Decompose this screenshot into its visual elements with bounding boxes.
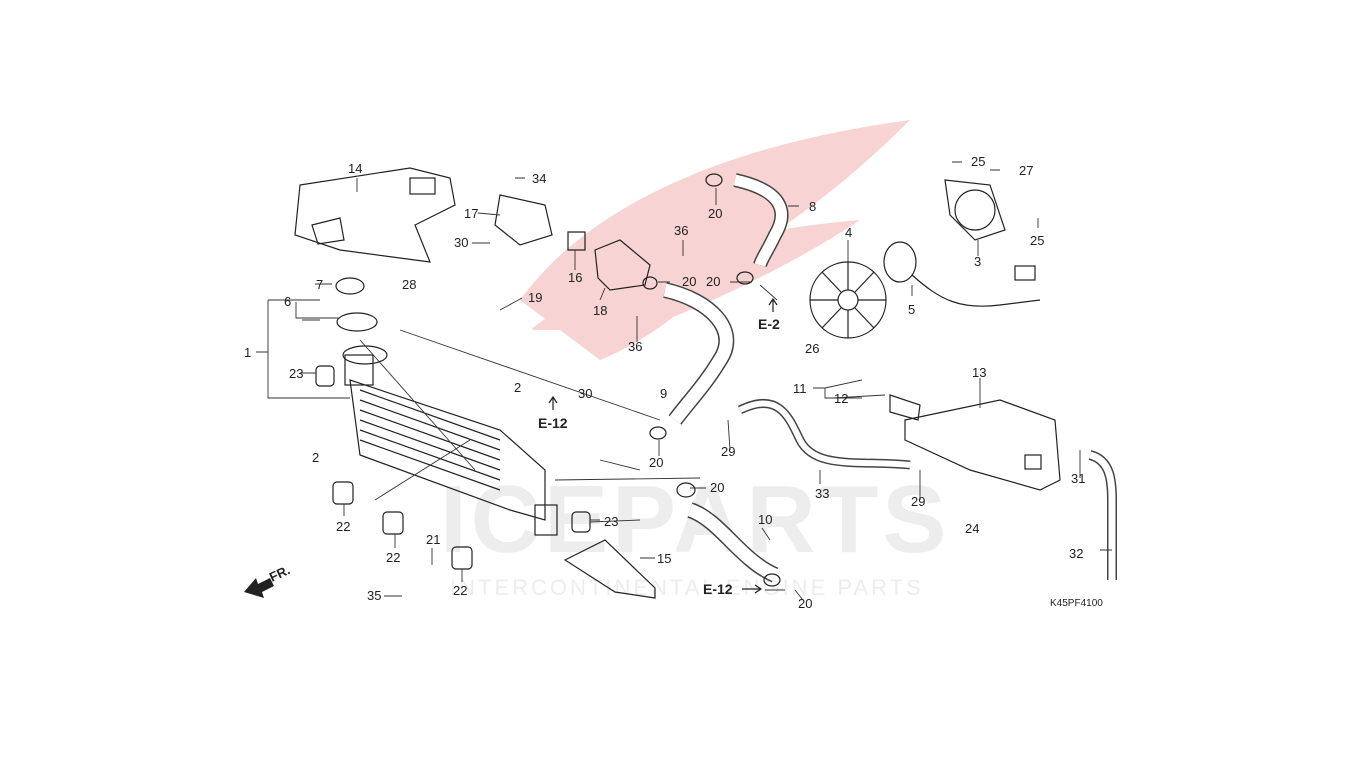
front-arrow-label: FR. bbox=[267, 562, 292, 584]
fan-shroud bbox=[944, 179, 1006, 241]
callout-3: 3 bbox=[974, 254, 981, 269]
callout-12: 12 bbox=[834, 391, 848, 406]
callout-36a: 36 bbox=[674, 223, 688, 238]
callout-34: 34 bbox=[532, 171, 546, 186]
callout-6: 6 bbox=[284, 294, 291, 309]
callouts: 1 2 2 3 4 5 6 7 8 9 10 11 12 13 14 15 16… bbox=[244, 154, 1085, 611]
callout-21: 21 bbox=[426, 532, 440, 547]
radiator-cap bbox=[336, 312, 378, 332]
callout-36b: 36 bbox=[628, 339, 642, 354]
ref-arrow-e12b bbox=[742, 584, 763, 594]
grommet-22a bbox=[332, 481, 354, 505]
leader-lines bbox=[256, 161, 1112, 601]
callout-32: 32 bbox=[1069, 546, 1083, 561]
callout-14: 14 bbox=[348, 161, 362, 176]
watermark-tagline: INTERCONTINENTAL ENGINE PARTS bbox=[450, 575, 924, 600]
radiator bbox=[342, 345, 558, 536]
front-arrow: FR. bbox=[244, 562, 292, 598]
callout-23b: 23 bbox=[604, 514, 618, 529]
callout-17: 17 bbox=[464, 206, 478, 221]
ref-e12a: E-12 bbox=[538, 415, 568, 431]
clamp-20f bbox=[763, 573, 781, 587]
callout-22c: 22 bbox=[453, 583, 467, 598]
diagram-code: K45PF4100 bbox=[1050, 598, 1103, 609]
callout-26: 26 bbox=[805, 341, 819, 356]
callout-19: 19 bbox=[528, 290, 542, 305]
callout-5: 5 bbox=[908, 302, 915, 317]
grommet-23a bbox=[315, 365, 335, 387]
callout-13: 13 bbox=[972, 365, 986, 380]
hose-33 bbox=[737, 399, 911, 470]
ref-arrow-e12a bbox=[548, 395, 558, 410]
watermark-wing-logo bbox=[520, 120, 910, 360]
watermark: ICEPARTS INTERCONTINENTAL ENGINE PARTS bbox=[440, 120, 946, 600]
callout-22a: 22 bbox=[336, 519, 350, 534]
callout-15: 15 bbox=[657, 551, 671, 566]
bracket-15 bbox=[563, 539, 656, 599]
callout-18: 18 bbox=[593, 303, 607, 318]
callout-35: 35 bbox=[367, 588, 381, 603]
thermostat-housing bbox=[494, 194, 553, 246]
callout-1: 1 bbox=[244, 345, 251, 360]
thermostat bbox=[567, 231, 586, 251]
callout-9: 9 bbox=[660, 386, 667, 401]
callout-4: 4 bbox=[845, 225, 852, 240]
callout-24: 24 bbox=[965, 521, 979, 536]
callout-25a: 25 bbox=[971, 154, 985, 169]
callout-16: 16 bbox=[568, 270, 582, 285]
callout-27: 27 bbox=[1019, 163, 1033, 178]
callout-29b: 29 bbox=[911, 494, 925, 509]
callout-31: 31 bbox=[1071, 471, 1085, 486]
callout-20c: 20 bbox=[706, 274, 720, 289]
clamp-20a bbox=[705, 173, 723, 187]
clamp-20c bbox=[736, 271, 754, 285]
ref-arrow-e2 bbox=[768, 297, 778, 312]
callout-29a: 29 bbox=[721, 444, 735, 459]
ref-e12b: E-12 bbox=[703, 581, 733, 597]
callout-25b: 25 bbox=[1030, 233, 1044, 248]
front-arrow-icon bbox=[244, 578, 274, 598]
callout-11: 11 bbox=[793, 381, 807, 396]
callout-10: 10 bbox=[758, 512, 772, 527]
callout-20d: 20 bbox=[649, 455, 663, 470]
fan-motor bbox=[883, 241, 1041, 307]
callout-20f: 20 bbox=[798, 596, 812, 611]
clamp-20e bbox=[676, 482, 696, 498]
o-ring bbox=[335, 277, 365, 295]
callout-2: 2 bbox=[514, 380, 521, 395]
clamp-20b bbox=[642, 276, 658, 290]
callout-33: 33 bbox=[815, 486, 829, 501]
reservoir-tank bbox=[889, 394, 1061, 491]
callout-20e: 20 bbox=[710, 480, 724, 495]
part-14-bracket bbox=[294, 167, 456, 263]
callout-30a: 30 bbox=[454, 235, 468, 250]
callout-20a: 20 bbox=[708, 206, 722, 221]
callout-28: 28 bbox=[402, 277, 416, 292]
callout-20b: 20 bbox=[682, 274, 696, 289]
clamp-20d bbox=[649, 426, 667, 440]
callout-2b: 2 bbox=[312, 450, 319, 465]
callout-23a: 23 bbox=[289, 366, 303, 381]
ref-e2: E-2 bbox=[758, 316, 780, 332]
grommet-22b bbox=[382, 511, 404, 535]
water-pipe-18 bbox=[594, 239, 651, 291]
callout-8: 8 bbox=[809, 199, 816, 214]
callout-7: 7 bbox=[316, 277, 323, 292]
callout-22b: 22 bbox=[386, 550, 400, 565]
cooling-fan bbox=[809, 261, 887, 339]
callout-30b: 30 bbox=[578, 386, 592, 401]
